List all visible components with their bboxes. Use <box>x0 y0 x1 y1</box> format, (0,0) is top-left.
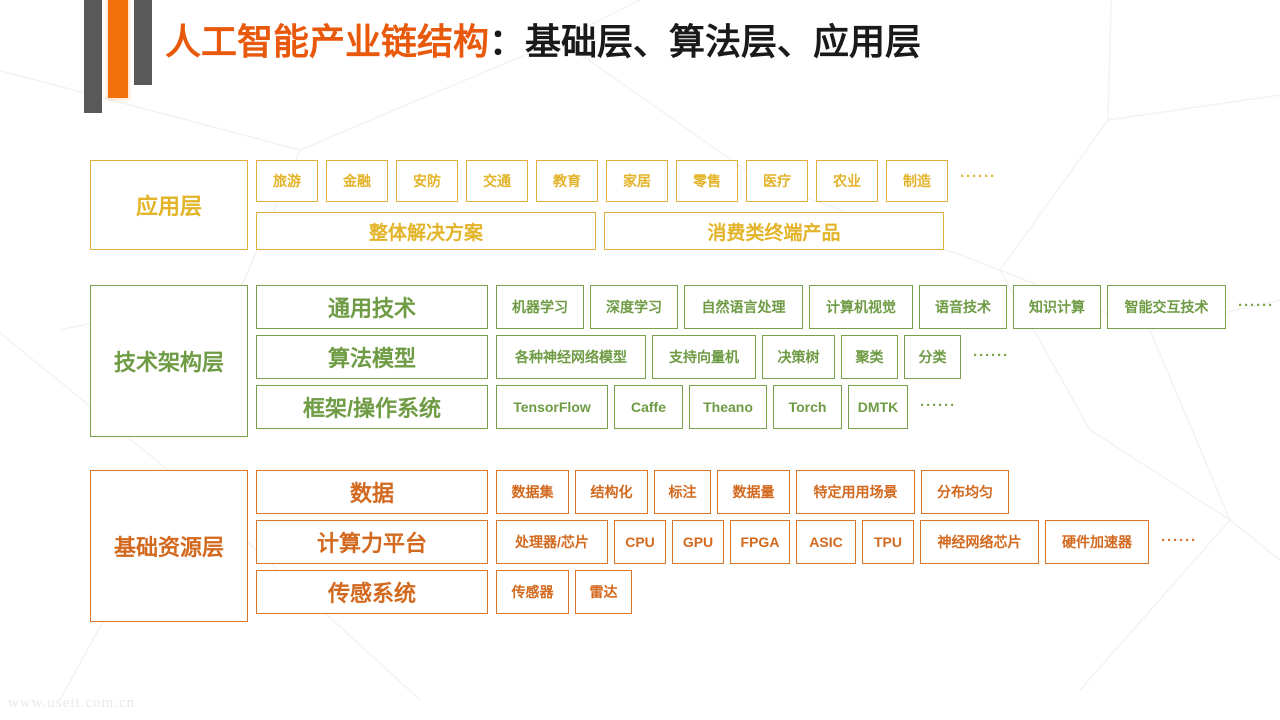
chip-application-1[interactable]: 金融 <box>326 160 388 202</box>
chip-technology-r1-4[interactable]: 分类 <box>904 335 961 379</box>
chip-technology-r0-4-label: 语音技术 <box>935 299 991 315</box>
chip-technology-r1-2[interactable]: 决策树 <box>762 335 835 379</box>
chip-technology-r0-0[interactable]: 机器学习 <box>496 285 584 329</box>
chip-foundation-r1-4[interactable]: ASIC <box>796 520 856 564</box>
chip-foundation-r0-3-label: 数据量 <box>732 484 775 500</box>
chip-foundation-r1-4-label: ASIC <box>809 534 843 550</box>
chip-technology-r0-0-label: 机器学习 <box>512 299 568 315</box>
chip-application-2-label: 安防 <box>413 173 441 189</box>
chip-foundation-r2-0[interactable]: 传感器 <box>496 570 569 614</box>
chip-technology-r1-0[interactable]: 各种神经网络模型 <box>496 335 646 379</box>
chip-technology-r2-1[interactable]: Caffe <box>614 385 683 429</box>
chip-technology-r2-3-label: Torch <box>788 399 827 415</box>
chip-technology-r2-3[interactable]: Torch <box>773 385 842 429</box>
chip-technology-r1-4-label: 分类 <box>918 349 947 365</box>
title-accent-bar-gray-right <box>134 0 152 85</box>
box-technology-row-2-label: 框架/操作系统 <box>302 396 442 421</box>
chip-foundation-r2-0-label: 传感器 <box>511 584 554 600</box>
chip-technology-r0-3[interactable]: 计算机视觉 <box>809 285 913 329</box>
chip-technology-r1-1-label: 支持向量机 <box>669 349 739 365</box>
chip-technology-r1-2-label: 决策树 <box>777 349 820 365</box>
chip-application-3-label: 交通 <box>483 173 511 189</box>
chip-foundation-r0-0-label: 数据集 <box>511 484 554 500</box>
chip-foundation-r1-6-label: 神经网络芯片 <box>937 534 1022 550</box>
chip-foundation-r1-3[interactable]: FPGA <box>730 520 790 564</box>
page-title: 人工智能产业链结构：基础层、算法层、应用层 <box>165 18 921 66</box>
chip-foundation-r1-5[interactable]: TPU <box>862 520 914 564</box>
box-foundation-row-0-label: 数据 <box>349 481 394 506</box>
chip-foundation-r0-0[interactable]: 数据集 <box>496 470 569 514</box>
chip-foundation-r0-4[interactable]: 特定用用场景 <box>796 470 915 514</box>
chip-foundation-r1-1-label: CPU <box>625 534 655 550</box>
chip-application-2[interactable]: 安防 <box>396 160 458 202</box>
chip-technology-r2-2[interactable]: Theano <box>689 385 767 429</box>
chip-technology-r2-0-label: TensorFlow <box>513 399 591 415</box>
box-foundation-row-2-label: 传感系统 <box>327 581 416 606</box>
chip-foundation-r0-2[interactable]: 标注 <box>654 470 711 514</box>
ellipsis-technology-row-2: ······ <box>920 397 956 414</box>
chip-technology-r2-4[interactable]: DMTK <box>848 385 908 429</box>
chip-application-1-label: 金融 <box>343 173 371 189</box>
chip-foundation-r1-2-label: GPU <box>682 534 714 550</box>
title-accent-bar-orange <box>108 0 128 98</box>
chip-technology-r2-4-label: DMTK <box>857 399 899 415</box>
chip-technology-r0-1[interactable]: 深度学习 <box>590 285 678 329</box>
chip-foundation-r1-3-label: FPGA <box>740 534 780 550</box>
chip-technology-r2-1-label: Caffe <box>630 399 666 415</box>
chip-technology-r0-3-label: 计算机视觉 <box>826 299 896 315</box>
chip-foundation-r1-0[interactable]: 处理器/芯片 <box>496 520 608 564</box>
chip-technology-r1-1[interactable]: 支持向量机 <box>652 335 756 379</box>
box-foundation-row-1-label: 计算力平台 <box>316 531 427 556</box>
box-foundation-row-1[interactable]: 计算力平台 <box>256 520 488 564</box>
chip-foundation-r1-2[interactable]: GPU <box>672 520 724 564</box>
title-accent-bar-gray-left <box>84 0 102 113</box>
box-technology-row-1[interactable]: 算法模型 <box>256 335 488 379</box>
page-title-colon: ： <box>489 21 526 62</box>
chip-technology-r1-3-label: 聚类 <box>855 349 884 365</box>
chip-foundation-r1-0-label: 处理器/芯片 <box>515 534 589 550</box>
chip-foundation-r0-5-label: 分布均匀 <box>937 484 993 500</box>
watermark: www.useit.com.cn <box>8 695 136 711</box>
slide-header: 人工智能产业链结构：基础层、算法层、应用层 <box>0 0 1280 130</box>
box-application-solution[interactable]: 整体解决方案 <box>256 212 596 250</box>
box-application-solution-label: 整体解决方案 <box>368 222 483 244</box>
page-title-main: 人工智能产业链结构 <box>165 21 490 62</box>
chip-foundation-r0-2-label: 标注 <box>668 484 697 500</box>
chip-technology-r0-2-label: 自然语言处理 <box>701 299 786 315</box>
chip-technology-r1-0-label: 各种神经网络模型 <box>515 349 627 365</box>
chip-technology-r2-0[interactable]: TensorFlow <box>496 385 608 429</box>
layer-label-foundation: 基础资源层 <box>90 470 248 622</box>
chip-foundation-r1-5-label: TPU <box>874 534 902 550</box>
ellipsis-foundation-row-1: ······ <box>1161 532 1197 549</box>
chip-foundation-r0-4-label: 特定用用场景 <box>813 484 898 500</box>
chip-technology-r0-4[interactable]: 语音技术 <box>919 285 1007 329</box>
chip-foundation-r0-1[interactable]: 结构化 <box>575 470 648 514</box>
chip-foundation-r2-1-label: 雷达 <box>589 584 618 600</box>
chip-foundation-r2-1[interactable]: 雷达 <box>575 570 632 614</box>
chip-technology-r0-1-label: 深度学习 <box>606 299 662 315</box>
chip-technology-r0-2[interactable]: 自然语言处理 <box>684 285 803 329</box>
box-foundation-row-0[interactable]: 数据 <box>256 470 488 514</box>
chip-technology-r2-2-label: Theano <box>703 399 753 415</box>
chip-foundation-r0-1-label: 结构化 <box>590 484 633 500</box>
chip-technology-r1-3[interactable]: 聚类 <box>841 335 898 379</box>
chip-application-3[interactable]: 交通 <box>466 160 528 202</box>
box-technology-row-2[interactable]: 框架/操作系统 <box>256 385 488 429</box>
chip-foundation-r1-7[interactable]: 硬件加速器 <box>1045 520 1149 564</box>
page-title-sub: 基础层、算法层、应用层 <box>525 21 922 62</box>
chip-foundation-r1-6[interactable]: 神经网络芯片 <box>920 520 1039 564</box>
chip-foundation-r0-5[interactable]: 分布均匀 <box>921 470 1009 514</box>
box-technology-row-1-label: 算法模型 <box>327 346 416 371</box>
ellipsis-technology-row-1: ······ <box>973 347 1009 364</box>
chip-foundation-r1-1[interactable]: CPU <box>614 520 666 564</box>
box-technology-row-0-label: 通用技术 <box>327 296 416 321</box>
chip-foundation-r1-7-label: 硬件加速器 <box>1062 534 1132 550</box>
chip-foundation-r0-3[interactable]: 数据量 <box>717 470 790 514</box>
layer-label-foundation-label: 基础资源层 <box>113 535 224 560</box>
box-foundation-row-2[interactable]: 传感系统 <box>256 570 488 614</box>
